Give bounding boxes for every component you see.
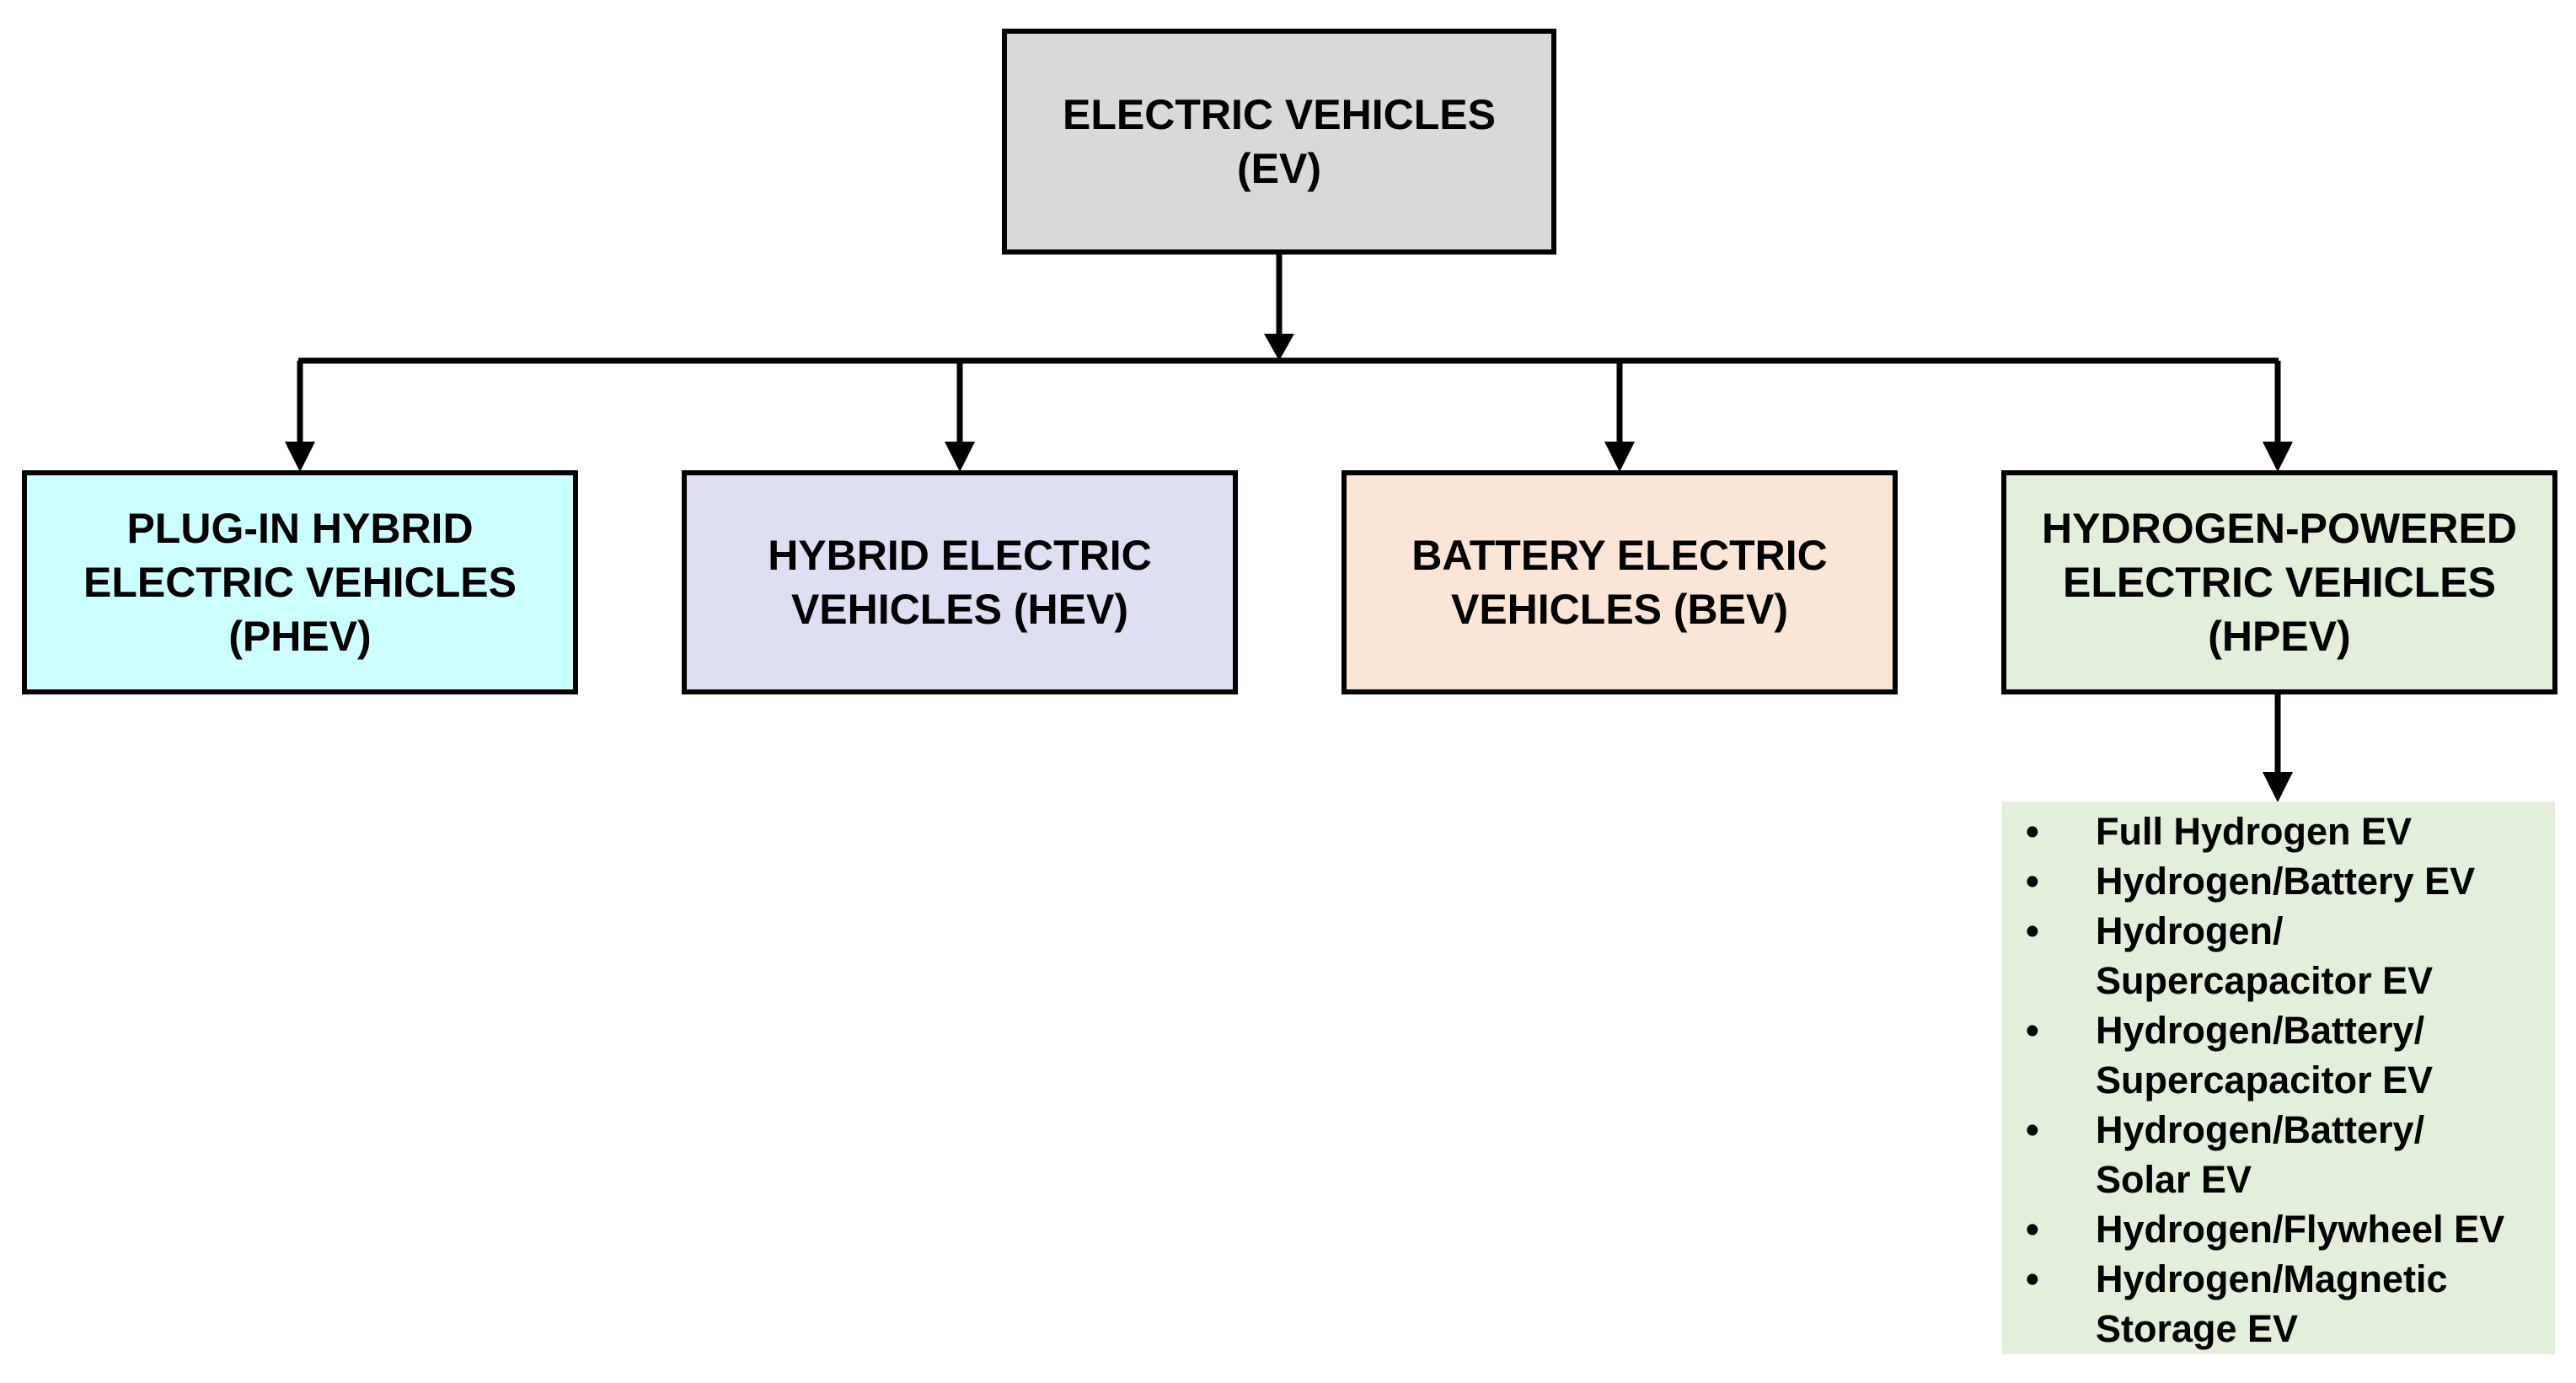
arrow-to-hpev — [2263, 442, 2293, 472]
bullet-icon: • — [2026, 909, 2039, 952]
bullet-icon: • — [2026, 1257, 2039, 1300]
phev-label-line-3: (PHEV) — [228, 613, 372, 660]
list-item-text: Supercapacitor EV — [2096, 959, 2434, 1002]
list-item-text: Hydrogen/Flywheel EV — [2096, 1208, 2505, 1251]
list-item-text: Solar EV — [2096, 1158, 2252, 1201]
list-item: • Hydrogen/Battery/ Supercapacitor EV — [2002, 1005, 2555, 1105]
list-item-text: Full Hydrogen EV — [2096, 810, 2413, 853]
arrow-to-hev — [945, 442, 975, 472]
node-hev: HYBRID ELECTRIC VEHICLES (HEV) — [682, 470, 1238, 694]
node-bev: BATTERY ELECTRIC VEHICLES (BEV) — [1342, 470, 1898, 694]
list-item-text: Hydrogen/Battery EV — [2096, 860, 2476, 903]
root-label-line-2: (EV) — [1236, 145, 1321, 192]
arrow-to-hpev-list — [2263, 772, 2293, 802]
bullet-icon: • — [2026, 810, 2039, 853]
phev-label-line-1: PLUG-IN HYBRID — [126, 505, 474, 552]
bullet-icon: • — [2026, 1009, 2039, 1052]
hev-label-line-2: VEHICLES (HEV) — [790, 586, 1129, 633]
list-item: • Hydrogen/ Supercapacitor EV — [2002, 906, 2555, 1005]
node-phev: PLUG-IN HYBRID ELECTRIC VEHICLES (PHEV) — [22, 470, 578, 694]
list-item-text: Hydrogen/ — [2096, 909, 2284, 952]
bev-label-line-1: BATTERY ELECTRIC — [1411, 532, 1828, 579]
root-label-line-1: ELECTRIC VEHICLES — [1063, 91, 1496, 138]
list-item-text: Supercapacitor EV — [2096, 1059, 2434, 1102]
hev-label-line-1: HYBRID ELECTRIC — [768, 532, 1152, 579]
bev-label-line-2: VEHICLES (BEV) — [1450, 586, 1789, 633]
list-item: • Hydrogen/Magnetic Storage EV — [2002, 1254, 2555, 1354]
list-item: • Full Hydrogen EV — [2002, 807, 2555, 856]
hpev-label-line-2: ELECTRIC VEHICLES — [2063, 559, 2496, 606]
bullet-icon: • — [2026, 860, 2039, 903]
bullet-icon: • — [2026, 1208, 2039, 1251]
node-hpev: HYDROGEN-POWERED ELECTRIC VEHICLES (HPEV… — [2001, 470, 2557, 694]
list-item: • Hydrogen/Battery EV — [2002, 856, 2555, 906]
hpev-subtype-list: • Full Hydrogen EV • Hydrogen/Battery EV… — [2002, 801, 2555, 1354]
arrow-to-bev — [1604, 442, 1635, 472]
list-item-text: Hydrogen/Battery/ — [2096, 1108, 2425, 1151]
arrow-to-phev — [285, 442, 315, 472]
hpev-label-line-1: HYDROGEN-POWERED — [2042, 505, 2517, 552]
list-item: • Hydrogen/Flywheel EV — [2002, 1204, 2555, 1254]
bullet-icon: • — [2026, 1108, 2039, 1151]
list-item: • Hydrogen/Battery/ Solar EV — [2002, 1105, 2555, 1204]
phev-label-line-2: ELECTRIC VEHICLES — [83, 559, 517, 606]
arrow-root-to-bus — [1264, 334, 1294, 361]
list-item-text: Hydrogen/Battery/ — [2096, 1009, 2425, 1052]
root-node-electric-vehicles: ELECTRIC VEHICLES (EV) — [1002, 29, 1556, 255]
list-item-text: Hydrogen/Magnetic — [2096, 1257, 2448, 1300]
list-item-text: Storage EV — [2096, 1307, 2299, 1350]
hpev-label-line-3: (HPEV) — [2208, 613, 2351, 660]
